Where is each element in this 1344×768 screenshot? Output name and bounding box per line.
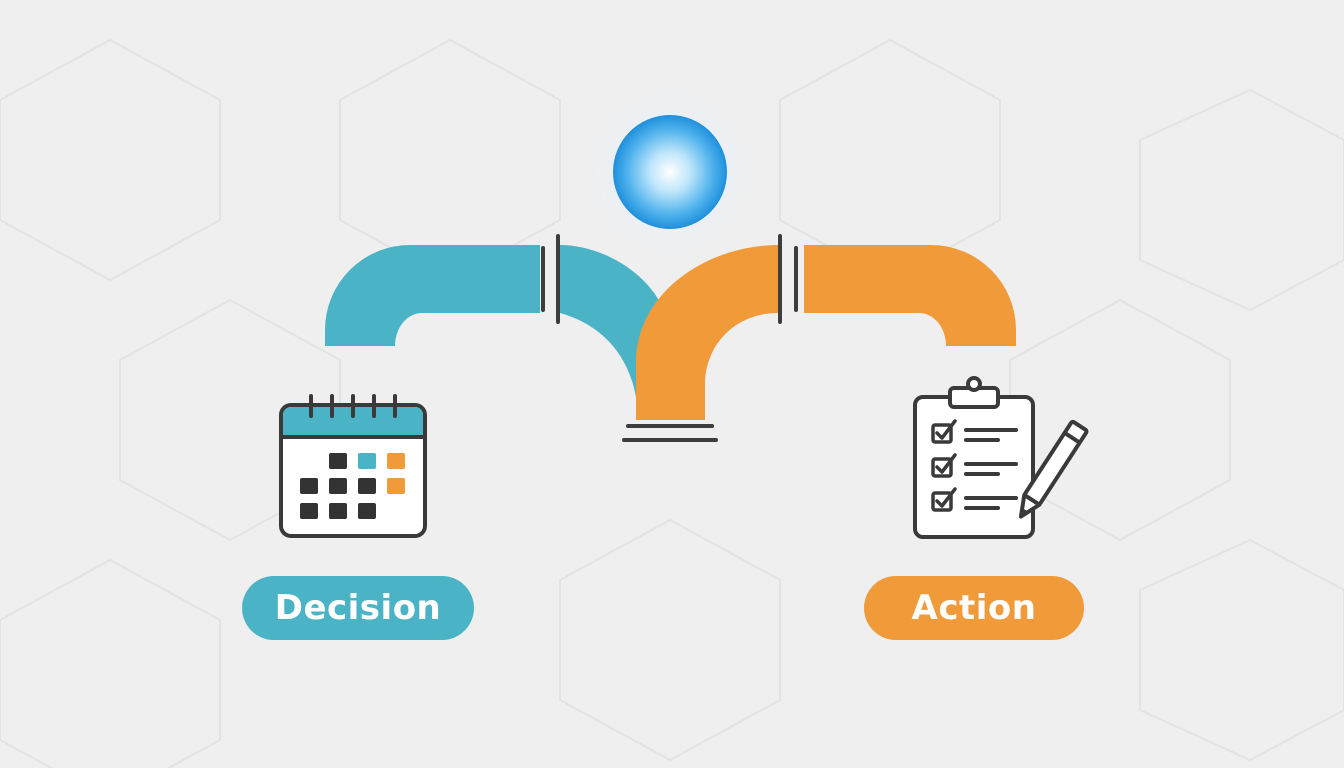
glowing-orb-icon xyxy=(613,115,727,229)
decision-label-pill: Decision xyxy=(242,576,474,640)
pipe-flanges xyxy=(541,234,798,442)
teal-pipe xyxy=(325,245,670,420)
clipboard-checklist-icon xyxy=(913,376,1035,539)
orange-pipe xyxy=(636,245,1016,420)
action-label-pill: Action xyxy=(864,576,1084,640)
action-label: Action xyxy=(911,588,1037,628)
decision-label: Decision xyxy=(274,588,442,628)
pencil-icon xyxy=(1018,419,1089,519)
calendar-icon xyxy=(279,394,427,538)
